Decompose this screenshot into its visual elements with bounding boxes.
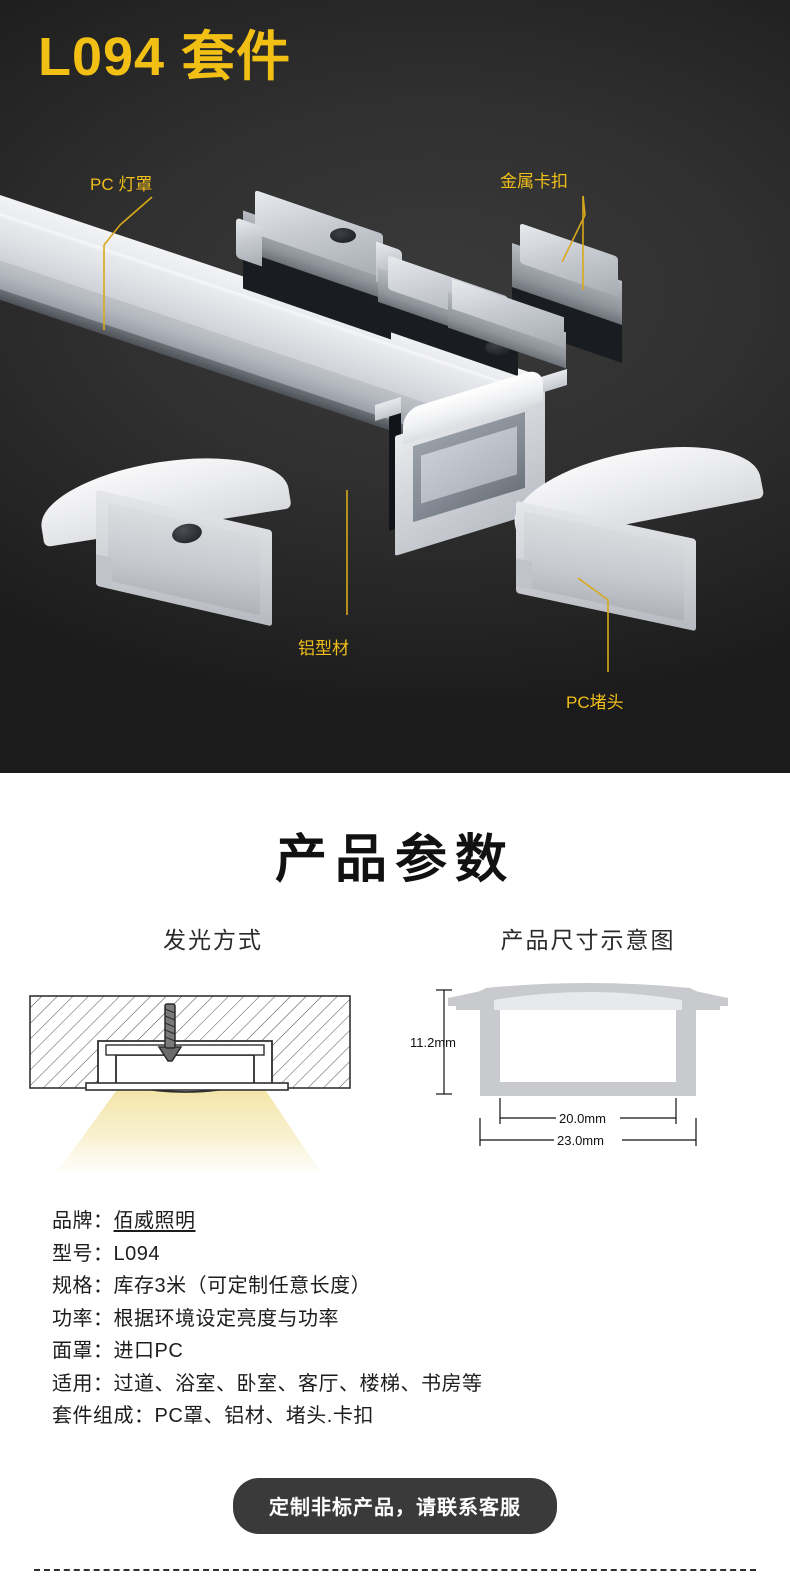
spec-value: 库存3米（可定制任意长度） — [113, 1275, 372, 1297]
spec-row: 型号：L094 — [52, 1238, 483, 1271]
lighting-method-diagram — [29, 995, 351, 1171]
spec-row: 面罩：进口PC — [52, 1335, 483, 1368]
spec-value: 进口PC — [113, 1340, 184, 1362]
spec-row: 品牌：佰威照明 — [52, 1205, 483, 1238]
spec-label: 型号： — [52, 1242, 114, 1265]
spec-row: 规格：库存3米（可定制任意长度） — [52, 1270, 483, 1303]
product-parameters-section: 产品参数 发光方式 产品尺寸示意图 — [0, 773, 790, 1587]
spec-value: L094 — [113, 1242, 160, 1265]
specification-list: 品牌：佰威照明 型号：L094 规格：库存3米（可定制任意长度） 功率：根据环境… — [52, 1205, 483, 1433]
dimension-height-text: 11.2mm — [410, 1035, 456, 1050]
spec-label: 套件组成： — [52, 1405, 155, 1427]
spec-value: 佰威照明 — [113, 1210, 196, 1232]
hero-product-image: L094 套件 PC 灯罩 金属卡扣 铝型材 PC堵头 — [0, 0, 790, 773]
label-end-cap: PC堵头 — [566, 693, 624, 712]
subheading-lighting-method: 发光方式 — [163, 927, 263, 953]
spec-value: 过道、浴室、卧室、客厅、楼梯、书房等 — [113, 1372, 483, 1395]
dimension-outer-width-text: 23.0mm — [557, 1133, 604, 1148]
spec-label: 品牌： — [52, 1210, 114, 1232]
section-divider — [34, 1569, 756, 1571]
spec-label: 规格： — [52, 1275, 114, 1297]
label-metal-clip: 金属卡扣 — [500, 172, 568, 191]
spec-row: 功率：根据环境设定亮度与功率 — [52, 1303, 483, 1336]
hero-title: L094 套件 — [38, 27, 292, 87]
label-pc-cover: PC 灯罩 — [90, 175, 153, 194]
spec-row: 套件组成：PC罩、铝材、堵头.卡扣 — [52, 1400, 483, 1433]
spec-row: 适用：过道、浴室、卧室、客厅、楼梯、书房等 — [52, 1368, 483, 1401]
section-title-product-parameters: 产品参数 — [274, 830, 515, 890]
contact-customer-service-button[interactable]: 定制非标产品，请联系客服 — [233, 1478, 557, 1534]
spec-value: 根据环境设定亮度与功率 — [113, 1307, 339, 1330]
spec-label: 面罩： — [52, 1340, 114, 1362]
subheading-dimension-diagram: 产品尺寸示意图 — [500, 927, 676, 953]
dimension-diagram: 11.2mm 20.0mm 23.0mm — [410, 983, 728, 1148]
spec-label: 适用： — [52, 1372, 114, 1395]
dimension-inner-width-text: 20.0mm — [559, 1111, 606, 1126]
label-aluminium: 铝型材 — [298, 639, 349, 658]
spec-label: 功率： — [52, 1307, 114, 1330]
spec-value: PC罩、铝材、堵头.卡扣 — [154, 1405, 374, 1427]
